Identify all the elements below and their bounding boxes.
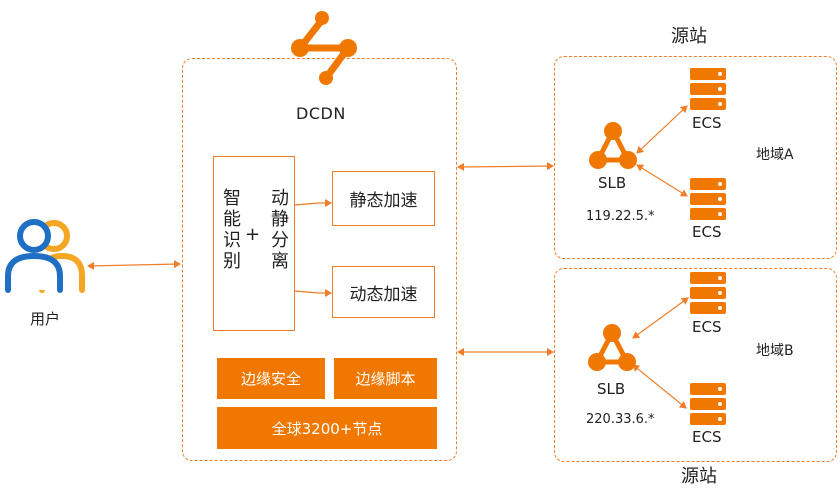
origin-a-title: 源站 (671, 26, 707, 47)
static-acceleration-box: 静态加速 (332, 171, 435, 226)
user-group-icon (5, 219, 85, 293)
dcdn-container (182, 58, 457, 461)
slb-b-label: SLB (597, 380, 626, 398)
ecs-a-bottom-server-icon (690, 178, 726, 220)
dcdn-origin-a-link (457, 162, 554, 171)
split-to-static-arrow (294, 199, 332, 207)
ecs-a-top-server-icon (690, 68, 726, 110)
region-a-label: 地域A (756, 147, 794, 163)
user-dcdn-link (87, 260, 181, 270)
ecs-b-top-server-icon (690, 272, 726, 314)
slb-b-ecs-bottom-link (632, 364, 687, 409)
share-network-icon (291, 11, 357, 85)
static-dynamic-split-text: 动静分离 (271, 188, 289, 272)
ecs-b-top-label: ECS (692, 318, 722, 336)
origin-b-container (554, 268, 837, 462)
origin-a-ip: 119.22.5.* (586, 209, 655, 224)
plus-sign: + (245, 224, 261, 245)
split-to-dynamic-arrow (294, 289, 332, 297)
dynamic-acceleration-box: 动态加速 (332, 266, 435, 318)
origin-a-container (554, 56, 837, 259)
ecs-b-bottom-label: ECS (692, 428, 722, 446)
ecs-a-top-label: ECS (692, 114, 722, 132)
origin-b-title: 源站 (681, 466, 717, 487)
slb-b-ecs-top-link (632, 297, 689, 339)
slb-a-label: SLB (598, 174, 627, 192)
region-b-label: 地域B (756, 343, 794, 359)
ecs-a-bottom-label: ECS (692, 223, 722, 241)
smart-recognition-text: 智能识别 (223, 188, 241, 272)
slb-a-ecs-top-link (636, 105, 688, 154)
edge-security-block: 边缘安全 (217, 358, 325, 399)
smart-routing-box (213, 156, 295, 331)
edge-script-block: 边缘脚本 (334, 358, 437, 399)
origin-b-ip: 220.33.6.* (586, 412, 655, 427)
slb-a-ecs-bottom-link (636, 164, 688, 197)
slb-b-icon (588, 324, 636, 371)
user-label: 用户 (30, 310, 61, 328)
dcdn-label: DCDN (296, 104, 346, 123)
global-nodes-block: 全球3200+节点 (217, 407, 437, 449)
ecs-b-bottom-server-icon (690, 383, 726, 425)
slb-a-icon (589, 122, 637, 169)
